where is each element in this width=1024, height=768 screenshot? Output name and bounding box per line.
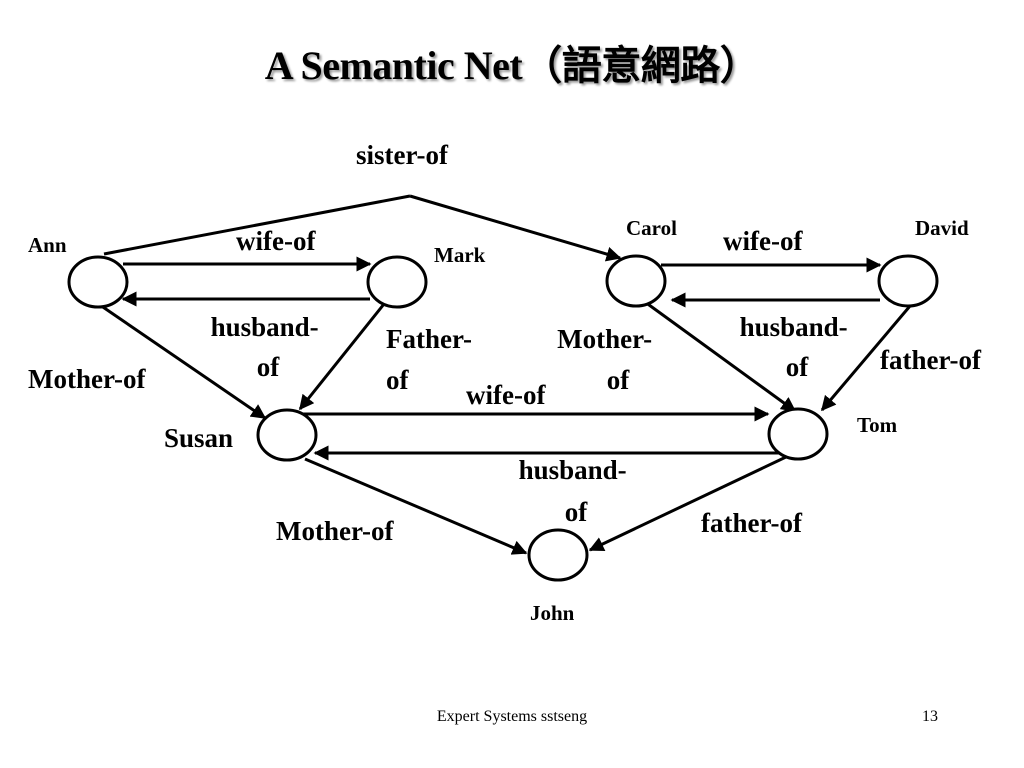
label-john: John	[530, 601, 575, 625]
node-ann	[67, 255, 129, 309]
nodes	[67, 254, 939, 582]
edge-label-carol-tom-mother: Mother- of	[557, 324, 659, 395]
edge-label-carol-david-husband-line2: of	[786, 352, 810, 382]
edge-carol-tom-mother	[644, 300, 797, 413]
node-john	[527, 528, 589, 582]
edge-tom-john-father	[588, 455, 787, 552]
edge-label-carol-david-husband-line1: husband-	[740, 312, 848, 342]
edge-label-carol-tom-mother-line2: of	[607, 365, 631, 395]
edge-label-susan-john-mother: Mother-of	[276, 516, 394, 546]
edge-label-carol-tom-mother-line1: Mother-	[557, 324, 652, 354]
node-tom	[767, 407, 829, 461]
footer-text: Expert Systems sstseng	[436, 708, 588, 725]
edge-david-tom-father	[820, 305, 912, 412]
label-tom: Tom	[857, 413, 898, 437]
edge-label-susan-tom-husband: husband- of	[519, 455, 634, 527]
edge-label-mark-susan-father-line1: Father-	[386, 324, 472, 354]
edge-mark-susan-father	[298, 303, 386, 411]
node-mark	[366, 255, 428, 309]
edge-label-ann-mark-husband-line1: husband-	[211, 312, 319, 342]
label-mark: Mark	[434, 243, 486, 267]
node-david	[877, 254, 939, 308]
edge-susan-john-mother	[304, 457, 528, 555]
edge-label-carol-david-wife: wife-of	[723, 226, 803, 256]
edge-label-ann-mark-wife: wife-of	[236, 226, 316, 256]
label-david: David	[915, 216, 969, 240]
edge-label-susan-tom-wife: wife-of	[466, 380, 546, 410]
label-susan: Susan	[164, 423, 233, 453]
label-ann: Ann	[28, 233, 67, 257]
node-carol	[605, 254, 667, 308]
page-number: 13	[922, 708, 938, 725]
edge-label-susan-tom-husband-line2: of	[565, 497, 589, 527]
edge-label-tom-john-father: father-of	[701, 508, 803, 538]
page-title: A Semantic Net（語意網路）	[264, 43, 760, 88]
edge-labels: sister-of wife-of husband- of wife-of hu…	[28, 140, 982, 546]
edge-label-ann-mark-husband: husband- of	[211, 312, 326, 382]
node-susan	[256, 408, 318, 462]
edge-sister-of-b	[409, 194, 622, 262]
edge-label-carol-david-husband: husband- of	[740, 312, 855, 382]
edge-sister-of	[103, 194, 411, 256]
node-labels: Ann Mark Carol David Susan Tom John	[28, 216, 969, 625]
edge-label-ann-mark-husband-line2: of	[257, 352, 281, 382]
edges	[96, 194, 912, 555]
edge-label-ann-susan-mother: Mother-of	[28, 364, 146, 394]
label-carol: Carol	[626, 216, 677, 240]
edge-ann-susan-mother	[96, 301, 267, 420]
edge-label-david-tom-father: father-of	[880, 345, 982, 375]
edge-label-susan-tom-husband-line1: husband-	[519, 455, 627, 485]
edge-label-mark-susan-father: Father- of	[386, 324, 479, 395]
edge-label-mark-susan-father-line2: of	[386, 365, 410, 395]
edge-label-sister-of: sister-of	[356, 140, 449, 170]
